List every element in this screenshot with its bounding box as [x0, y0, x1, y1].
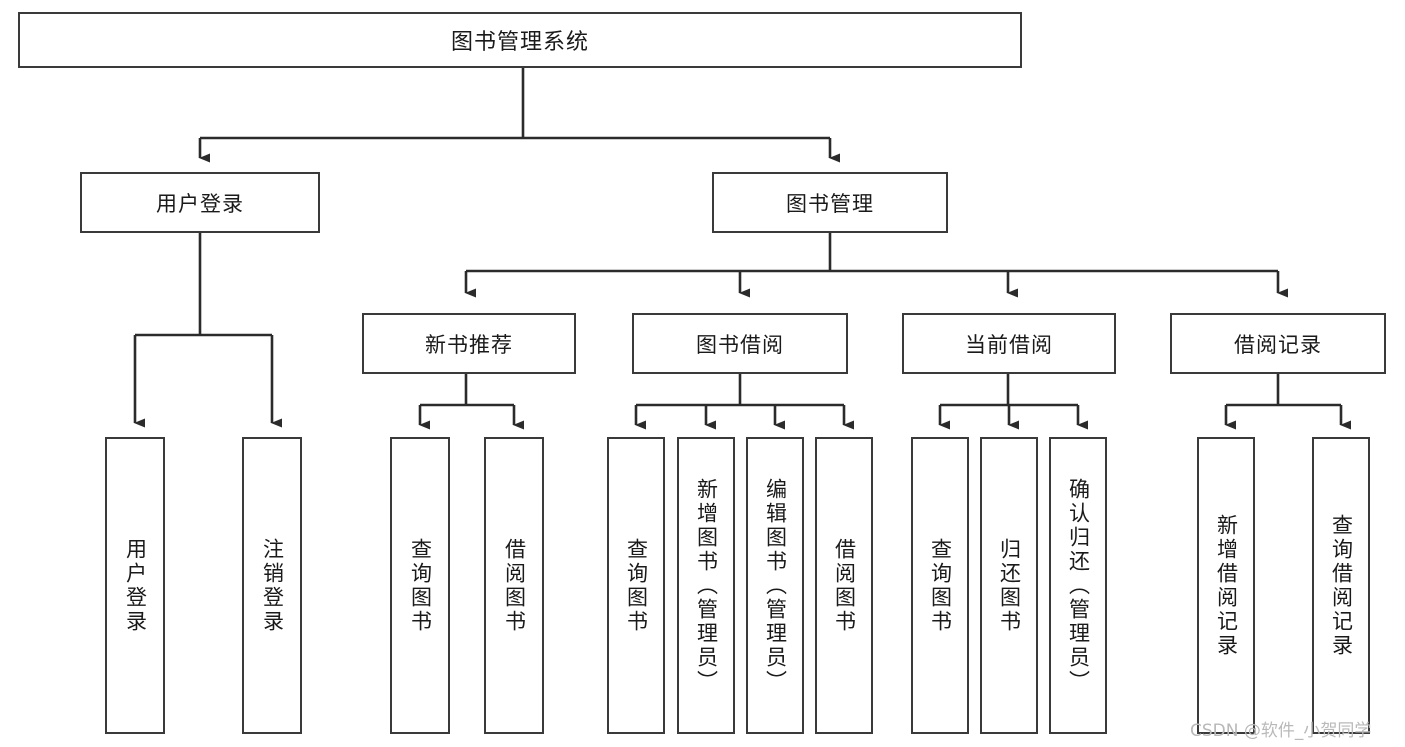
node-leaf-borrow-book-1-label: 借阅图书	[502, 537, 527, 634]
node-leaf-add-record-label: 新增借阅记录	[1214, 513, 1239, 658]
node-leaf-user-login[interactable]: 用户登录	[105, 437, 165, 734]
node-current-borrow[interactable]: 当前借阅	[902, 313, 1116, 374]
node-leaf-query-book-2-label: 查询图书	[624, 537, 649, 634]
node-user-login-label: 用户登录	[156, 191, 244, 216]
node-leaf-return-book-label: 归还图书	[997, 537, 1022, 634]
node-new-book-recommend[interactable]: 新书推荐	[362, 313, 576, 374]
node-leaf-query-book-3[interactable]: 查询图书	[911, 437, 969, 734]
node-leaf-return-book[interactable]: 归还图书	[980, 437, 1038, 734]
node-root-system-label: 图书管理系统	[450, 30, 589, 55]
node-leaf-user-logout-label: 注销登录	[260, 537, 285, 634]
node-leaf-query-book-2[interactable]: 查询图书	[607, 437, 665, 734]
node-leaf-query-book-1-label: 查询图书	[408, 537, 433, 634]
node-leaf-query-book-3-label: 查询图书	[928, 537, 953, 634]
node-user-login[interactable]: 用户登录	[80, 172, 320, 233]
node-leaf-user-logout[interactable]: 注销登录	[242, 437, 302, 734]
node-leaf-borrow-book-2[interactable]: 借阅图书	[815, 437, 873, 734]
node-borrow-record[interactable]: 借阅记录	[1170, 313, 1386, 374]
node-current-borrow-label: 当前借阅	[965, 332, 1053, 357]
node-leaf-confirm-return-label: 确认归还（管理员）	[1066, 477, 1091, 694]
node-leaf-edit-book-label: 编辑图书（管理员）	[763, 477, 788, 694]
node-leaf-add-book-label: 新增图书（管理员）	[694, 477, 719, 694]
node-leaf-add-book[interactable]: 新增图书（管理员）	[677, 437, 735, 734]
node-leaf-borrow-book-2-label: 借阅图书	[832, 537, 857, 634]
node-book-borrow-label: 图书借阅	[696, 332, 784, 357]
node-leaf-query-record-label: 查询借阅记录	[1329, 513, 1354, 658]
node-book-manage[interactable]: 图书管理	[712, 172, 948, 233]
node-borrow-record-label: 借阅记录	[1234, 332, 1322, 357]
node-new-book-recommend-label: 新书推荐	[425, 332, 513, 357]
node-leaf-edit-book[interactable]: 编辑图书（管理员）	[746, 437, 804, 734]
node-leaf-user-login-label: 用户登录	[123, 537, 148, 634]
node-leaf-add-record[interactable]: 新增借阅记录	[1197, 437, 1255, 734]
node-leaf-query-book-1[interactable]: 查询图书	[390, 437, 450, 734]
node-root-system[interactable]: 图书管理系统	[18, 12, 1022, 68]
node-book-manage-label: 图书管理	[786, 191, 874, 216]
node-book-borrow[interactable]: 图书借阅	[632, 313, 848, 374]
csdn-watermark: CSDN @软件_小贺同学	[1190, 721, 1372, 741]
node-leaf-confirm-return[interactable]: 确认归还（管理员）	[1049, 437, 1107, 734]
node-leaf-query-record[interactable]: 查询借阅记录	[1312, 437, 1370, 734]
node-leaf-borrow-book-1[interactable]: 借阅图书	[484, 437, 544, 734]
